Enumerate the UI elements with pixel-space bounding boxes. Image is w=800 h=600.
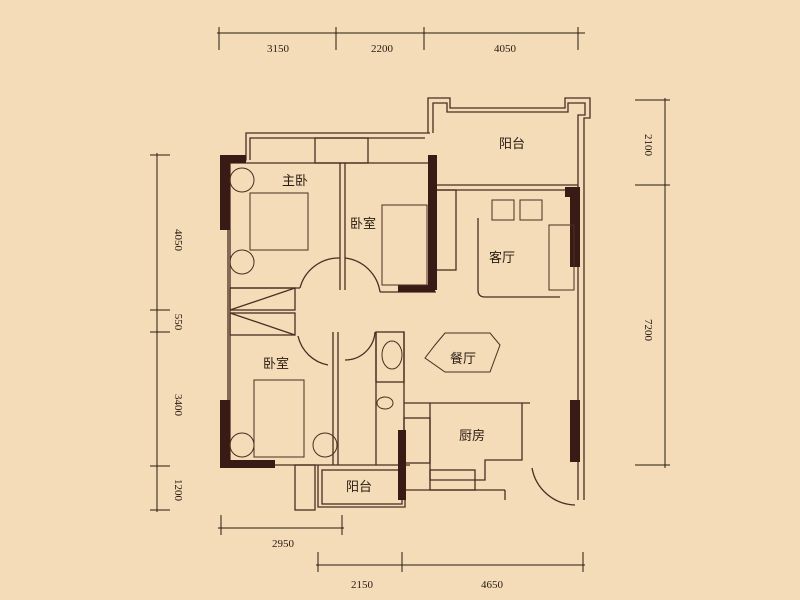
bed-south [253, 379, 305, 458]
dim-right-1: 2100 [642, 134, 654, 157]
toilet [376, 396, 394, 410]
dimension-right: 2100 7200 [635, 98, 670, 468]
room-labels: 主卧 卧室 卧室 客厅 餐厅 厨房 阳台 阳台 [263, 137, 525, 495]
dimension-top: 3150 2200 4050 [217, 27, 585, 55]
dim-bottom-3: 4650 [481, 579, 504, 591]
label-balcony-south: 阳台 [346, 480, 372, 495]
label-kitchen: 厨房 [459, 428, 485, 444]
dim-right-2: 7200 [642, 319, 654, 342]
sofa [548, 224, 575, 291]
sink [381, 340, 403, 370]
dim-left-4: 1200 [172, 479, 184, 502]
label-dining-room: 餐厅 [450, 351, 476, 367]
dining-table [424, 332, 501, 373]
furniture [229, 167, 575, 458]
label-bedroom-south: 卧室 [263, 356, 289, 372]
dim-left-2: 550 [172, 314, 184, 331]
dim-left-1: 4050 [172, 229, 184, 252]
label-master-bedroom: 主卧 [282, 174, 308, 189]
walls [227, 97, 591, 511]
dimension-bottom: 2950 2150 4650 [218, 515, 585, 591]
dim-top-3: 4050 [494, 43, 517, 55]
dim-top-1: 3150 [267, 43, 290, 55]
bed-master [249, 192, 309, 251]
label-balcony-north: 阳台 [499, 137, 525, 152]
label-bedroom-north: 卧室 [350, 216, 376, 232]
dim-bottom-1: 2950 [272, 538, 295, 550]
dim-top-2: 2200 [371, 43, 394, 55]
structural-columns [220, 155, 580, 500]
dim-bottom-2: 2150 [351, 579, 374, 591]
bed-north [381, 204, 428, 286]
label-living-room: 客厅 [489, 250, 515, 266]
dim-left-3: 3400 [172, 394, 184, 417]
dimension-left: 4050 550 3400 1200 [150, 153, 184, 512]
